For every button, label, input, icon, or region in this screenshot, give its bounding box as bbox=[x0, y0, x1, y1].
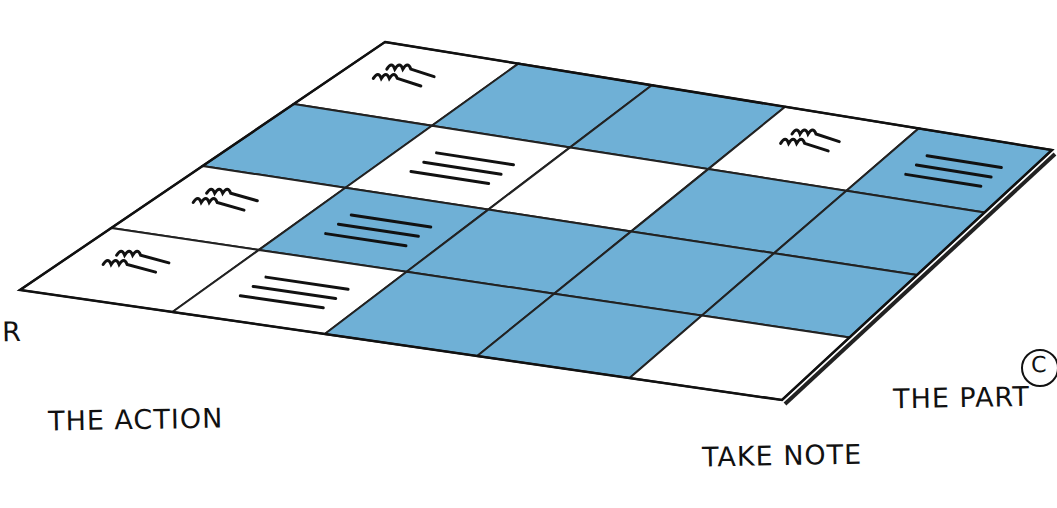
note-text: THE ACTION bbox=[48, 402, 224, 436]
scribble-text bbox=[916, 165, 991, 177]
scribble-text bbox=[266, 277, 348, 289]
scribble-text bbox=[351, 215, 431, 227]
scribble-text bbox=[781, 139, 829, 151]
scribble-text bbox=[193, 198, 244, 210]
scribble-text bbox=[424, 162, 501, 174]
note-text: THE PART bbox=[893, 381, 1030, 414]
scribble-text bbox=[411, 172, 489, 184]
scribble-text bbox=[437, 153, 514, 165]
grid-cell bbox=[630, 316, 850, 400]
note-text: TAKE NOTE bbox=[702, 439, 863, 473]
scribble-text bbox=[326, 234, 406, 246]
scribble-text bbox=[253, 286, 336, 298]
scribble-text bbox=[927, 156, 1001, 168]
scribble-text bbox=[240, 296, 323, 308]
callout-circle bbox=[1022, 350, 1057, 386]
scribble-text bbox=[373, 74, 421, 86]
scribble-text bbox=[906, 174, 981, 186]
scribble-text bbox=[103, 260, 156, 272]
callout-letter: R bbox=[2, 316, 22, 347]
callout-letter: C bbox=[1031, 352, 1048, 377]
scribble-text bbox=[338, 224, 418, 236]
sheet-outline bbox=[20, 42, 1052, 400]
